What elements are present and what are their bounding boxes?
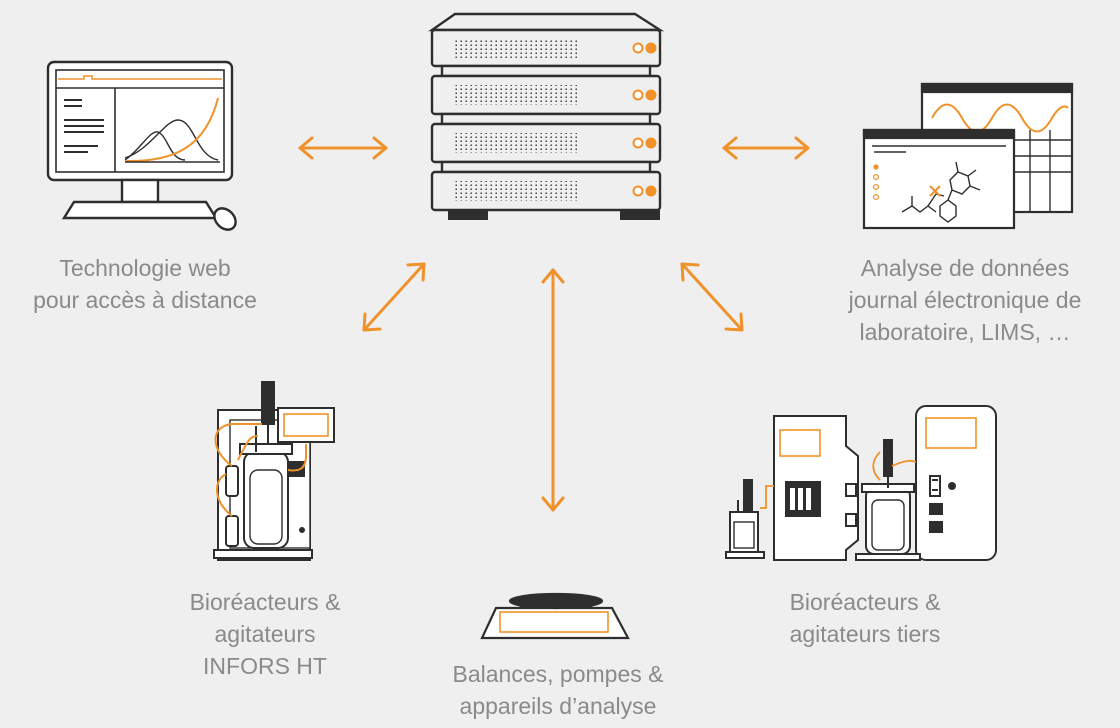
infors-label-line-1: Bioréacteurs & bbox=[189, 589, 341, 615]
server-rack-icon bbox=[428, 12, 665, 220]
third-party-bioreactor-icon bbox=[725, 405, 997, 561]
arrow-server-thirdparty bbox=[680, 262, 744, 332]
computer-monitor-icon bbox=[46, 60, 237, 231]
arrow-server-balances bbox=[541, 268, 565, 512]
balance-scale-icon bbox=[480, 592, 630, 640]
web-label-text: Technologie web pour accès à distance bbox=[0, 252, 290, 316]
thirdparty-label: Bioréacteurs & agitateurs tiers bbox=[730, 586, 1000, 650]
analysis-label-line-1: Analyse de données bbox=[860, 255, 1070, 281]
balances-label: Balances, pompes & appareils d’analyse bbox=[400, 658, 716, 722]
balances-label-line-1: Balances, pompes & bbox=[452, 661, 664, 687]
analysis-label-text: Analyse de données journal électronique … bbox=[810, 252, 1120, 348]
bioreactor-icon bbox=[213, 381, 335, 561]
balances-label-text: Balances, pompes & appareils d’analyse bbox=[400, 658, 716, 722]
thirdparty-label-line-1: Bioréacteurs & bbox=[789, 589, 941, 615]
infors-label-line-3: INFORS HT bbox=[203, 653, 327, 679]
analysis-label: Analyse de données journal électronique … bbox=[810, 252, 1120, 348]
arrow-server-analysis bbox=[722, 136, 810, 160]
data-analysis-windows-icon bbox=[862, 82, 1074, 230]
analysis-label-line-2: journal électronique de bbox=[848, 287, 1082, 313]
infors-label: Bioréacteurs & agitateurs INFORS HT bbox=[130, 586, 400, 682]
web-label: Technologie web pour accès à distance bbox=[0, 252, 290, 316]
server-status-lights bbox=[632, 42, 657, 197]
infors-label-line-2: agitateurs bbox=[214, 621, 316, 647]
arrow-server-infors bbox=[362, 262, 426, 332]
infors-label-text: Bioréacteurs & agitateurs INFORS HT bbox=[130, 586, 400, 682]
thirdparty-label-text: Bioréacteurs & agitateurs tiers bbox=[730, 586, 1000, 650]
balances-label-line-2: appareils d’analyse bbox=[459, 693, 657, 719]
analysis-label-line-3: laboratoire, LIMS, … bbox=[859, 319, 1071, 345]
arrow-server-web bbox=[298, 136, 388, 160]
web-label-line-2: pour accès à distance bbox=[33, 287, 257, 313]
connection-arrows bbox=[298, 136, 810, 512]
web-label-line-1: Technologie web bbox=[59, 255, 231, 281]
thirdparty-label-line-2: agitateurs tiers bbox=[789, 621, 941, 647]
